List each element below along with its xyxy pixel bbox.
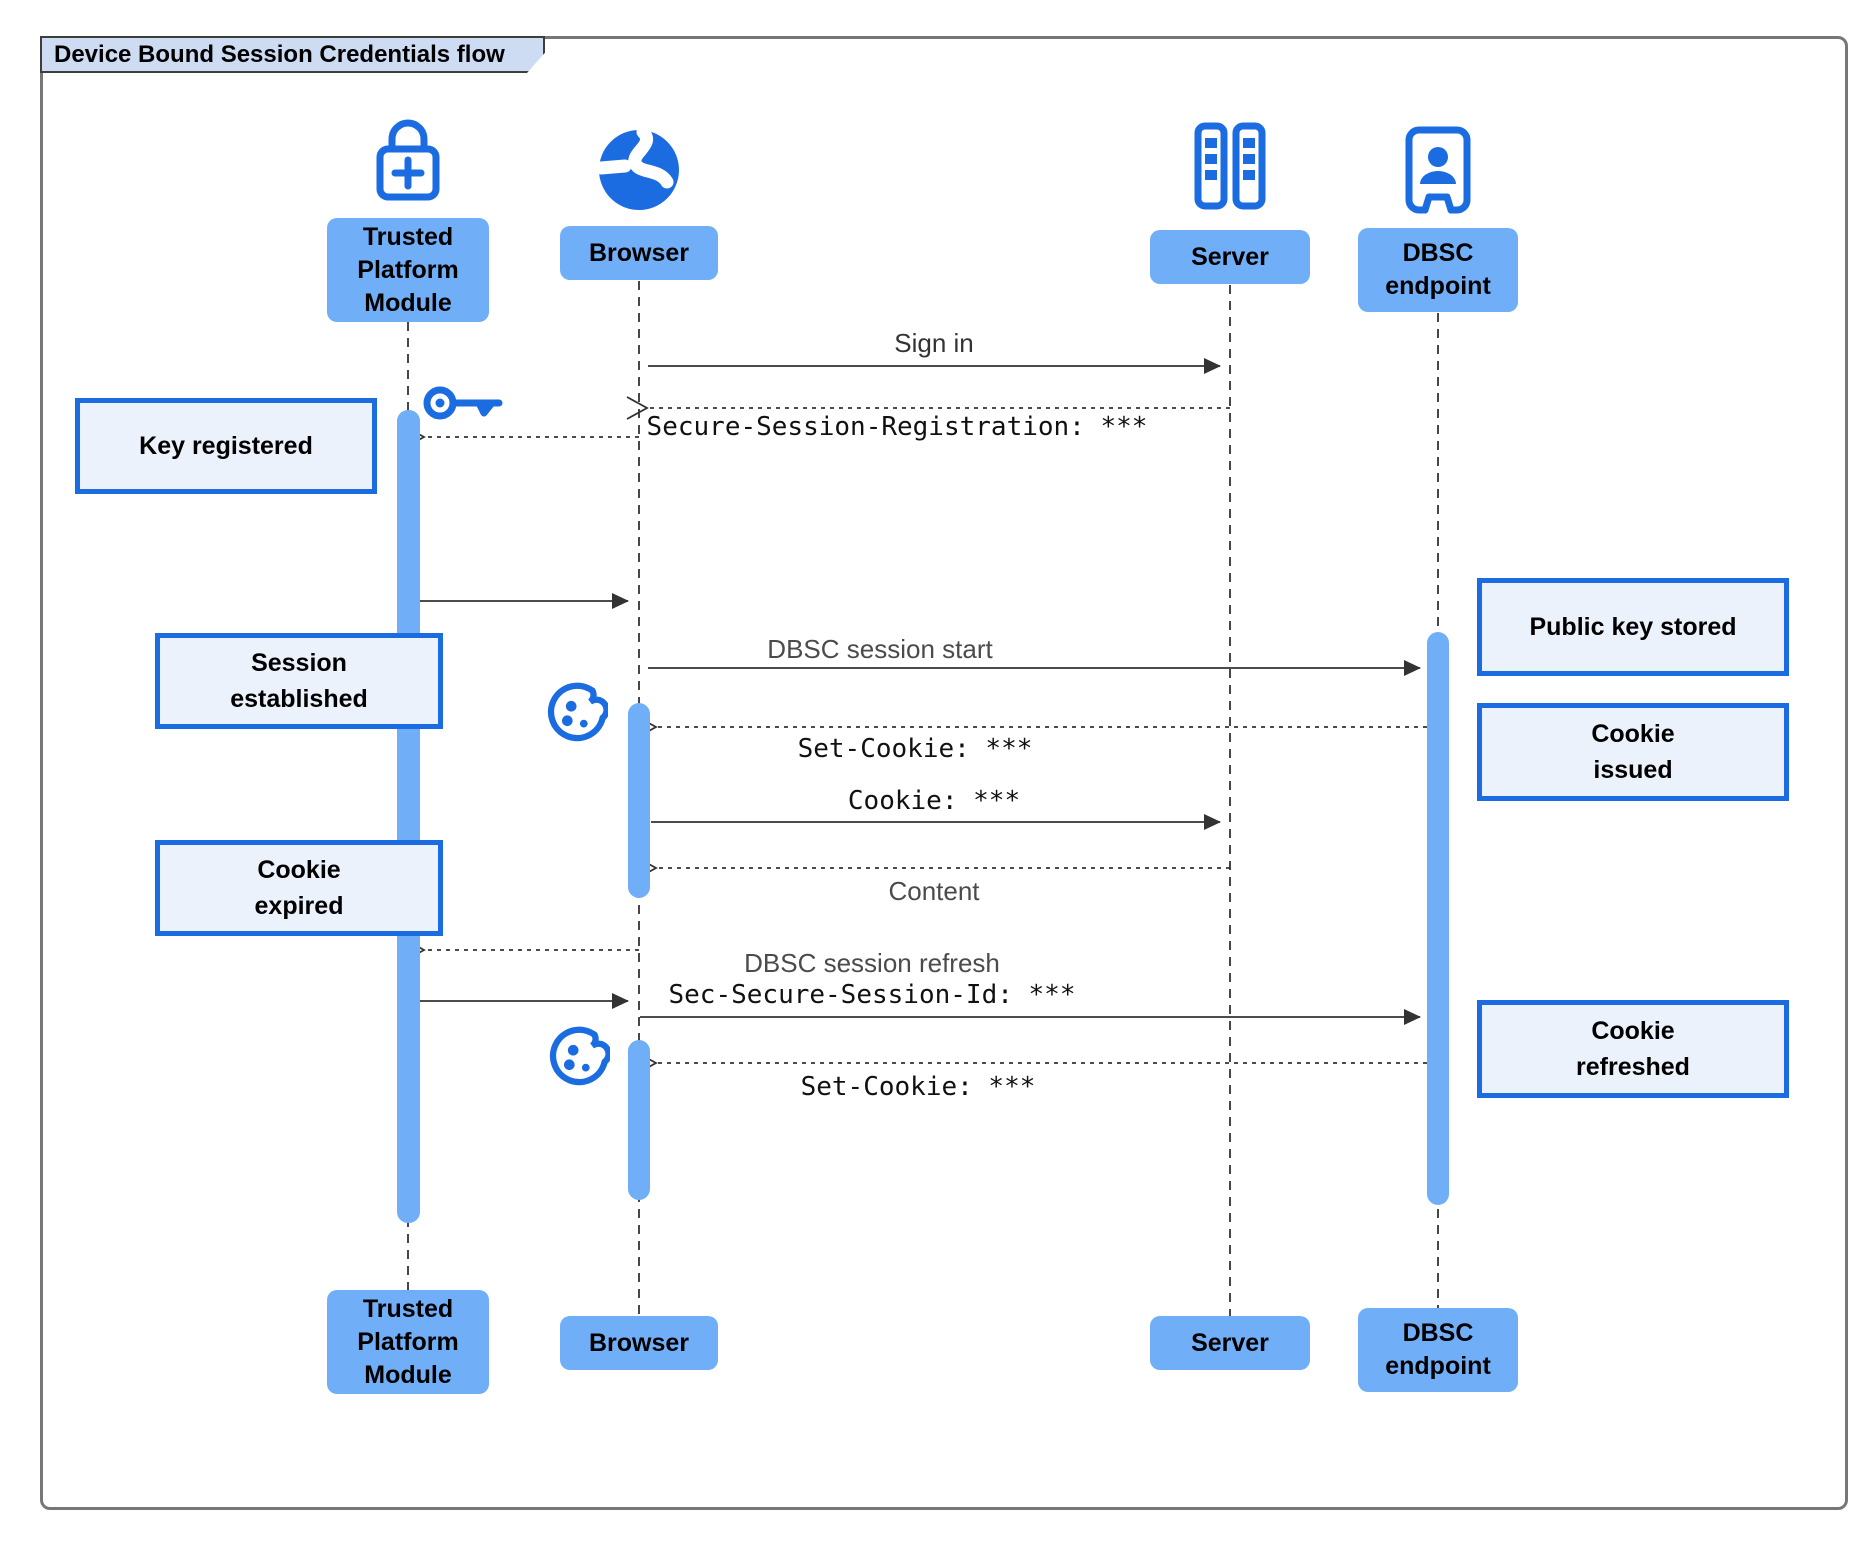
activation-tpm [397, 410, 420, 1223]
note-public-key-stored: Public key stored [1477, 578, 1789, 676]
participant-bottom-browser: Browser [560, 1316, 718, 1370]
participant-top-browser: Browser [560, 226, 718, 280]
participant-bottom-server: Server [1150, 1316, 1310, 1370]
participant-top-dbsc: DBSC endpoint [1358, 228, 1518, 312]
label-cookie: Cookie: *** [847, 786, 1021, 816]
globe-icon [597, 128, 679, 210]
note-cookie-refreshed: Cookie refreshed [1477, 1000, 1789, 1098]
cookie-icon [547, 682, 608, 742]
participant-bottom-dbsc: DBSC endpoint [1358, 1308, 1518, 1392]
cookie-icon [549, 1026, 610, 1086]
note-cookie-expired: Cookie expired [155, 840, 443, 936]
label-content: Content [888, 876, 980, 906]
key-icon [423, 386, 503, 420]
label-set-cookie-1: Set-Cookie: *** [797, 734, 1033, 764]
label-sign-in: Sign in [894, 328, 974, 358]
participant-bottom-tpm: Trusted Platform Module [327, 1290, 489, 1394]
participant-top-tpm: Trusted Platform Module [327, 218, 489, 322]
badge-person-icon [1405, 126, 1471, 214]
label-dbsc-session-refresh: DBSC session refresh [744, 948, 1000, 978]
server-rack-icon [1194, 122, 1266, 210]
note-session-established: Session established [155, 633, 443, 729]
participant-top-server: Server [1150, 230, 1310, 284]
lock-plus-icon [376, 119, 440, 201]
activation-dbsc [1427, 632, 1449, 1205]
note-cookie-issued: Cookie issued [1477, 703, 1789, 801]
diagram-title: Device Bound Session Credentials flow [40, 36, 545, 73]
activation-browser-1 [628, 703, 650, 898]
label-sec-secure-session-id: Sec-Secure-Session-Id: *** [668, 980, 1076, 1010]
label-session-registration: Secure-Session-Registration: *** [646, 412, 1148, 442]
activation-browser-2 [628, 1040, 650, 1200]
note-key-registered: Key registered [75, 398, 377, 494]
label-dbsc-session-start: DBSC session start [767, 634, 993, 664]
label-set-cookie-2: Set-Cookie: *** [800, 1072, 1036, 1102]
